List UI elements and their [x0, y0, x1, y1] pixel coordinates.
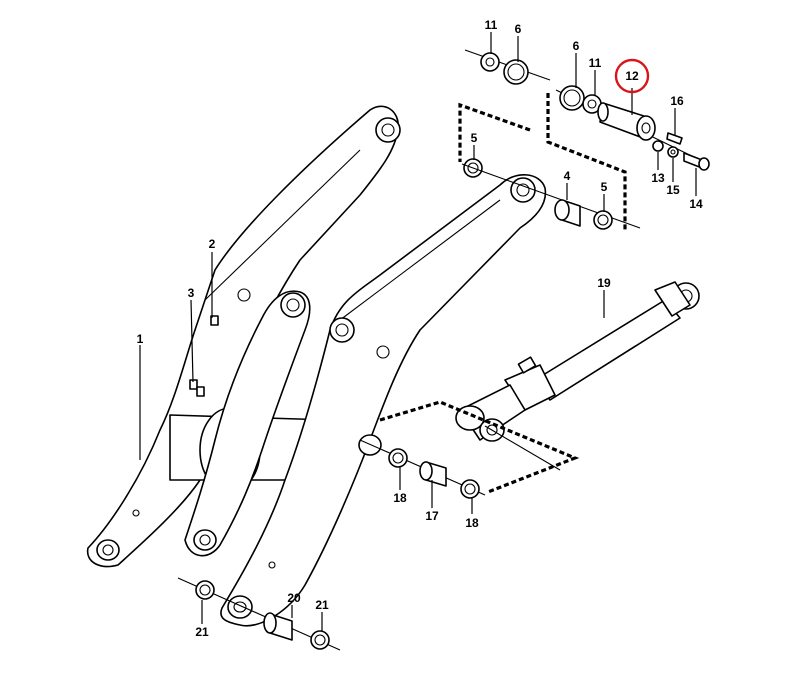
lower-bushing-group: [177, 577, 341, 651]
callout-11-left: 11: [485, 18, 498, 32]
callout-12: 12: [625, 69, 639, 83]
callout-16: 16: [670, 94, 684, 108]
callout-6-right: 6: [573, 39, 580, 53]
callout-21-left: 21: [195, 625, 209, 639]
callout-17: 17: [425, 509, 439, 523]
highlight-circle-12: [614, 58, 650, 94]
upper-bushing-group: [458, 49, 641, 230]
callout-4: 4: [564, 169, 571, 183]
lift-arm-frame: [86, 105, 547, 627]
rear-lift-arm: [86, 105, 399, 568]
lock-pin-16: [666, 132, 683, 145]
callout-11-right: 11: [589, 56, 602, 70]
callout-labels: 1 2 3 4 5 5 6 6 11 11 12 13 14 15 16 17 …: [137, 18, 703, 639]
cylinder-bushing-group: [359, 400, 580, 499]
plate-3b: [196, 386, 205, 397]
callout-5-upper: 5: [471, 131, 478, 145]
callout-21-right: 21: [315, 598, 329, 612]
callout-18-right: 18: [465, 516, 479, 530]
callout-5-right: 5: [601, 180, 608, 194]
front-lift-arm: [220, 174, 547, 627]
bellcrank-arm: [184, 290, 311, 557]
callout-2: 2: [209, 237, 216, 251]
callout-1: 1: [137, 332, 144, 346]
callout-13: 13: [651, 171, 665, 185]
callout-19: 19: [597, 276, 611, 290]
callout-6-left: 6: [515, 22, 522, 36]
callout-3: 3: [188, 286, 195, 300]
callout-15: 15: [666, 183, 680, 197]
callout-20: 20: [287, 591, 301, 605]
plate-2: [210, 315, 219, 326]
lift-cylinder-19: [455, 281, 700, 471]
callout-18-left: 18: [393, 491, 407, 505]
callout-14: 14: [689, 197, 703, 211]
